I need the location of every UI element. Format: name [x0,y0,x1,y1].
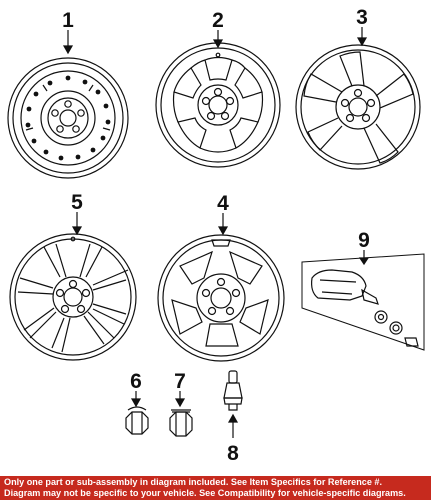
callout-4: 4 [217,192,229,215]
part-3-alloy-wheel[interactable] [295,44,421,170]
callout-6: 6 [130,370,142,393]
callout-2: 2 [212,9,224,32]
callout-3: 3 [356,6,368,29]
disclaimer-line-1: Only one part or sub-assembly in diagram… [4,477,383,487]
part-9-tpms-sensor[interactable] [301,253,425,351]
part-7-lug-nut[interactable] [169,409,193,437]
part-5-alloy-wheel[interactable] [9,233,137,361]
part-4-alloy-wheel[interactable] [157,234,285,362]
callout-9: 9 [358,229,370,252]
disclaimer-banner: Only one part or sub-assembly in diagram… [0,476,431,500]
callout-8: 8 [227,442,239,465]
part-8-valve-stem[interactable] [223,370,243,411]
disclaimer-line-2: Diagram may not be specific to your vehi… [4,488,406,498]
callout-5: 5 [71,191,83,214]
callout-7: 7 [174,370,186,393]
leader-arrows [62,27,370,438]
parts-diagram: 1 2 3 5 4 9 6 7 8 [7,6,425,465]
part-2-alloy-wheel[interactable] [155,42,281,168]
callout-1: 1 [62,9,74,32]
part-6-lug-nut[interactable] [125,406,149,435]
part-1-steel-wheel[interactable] [7,57,129,179]
